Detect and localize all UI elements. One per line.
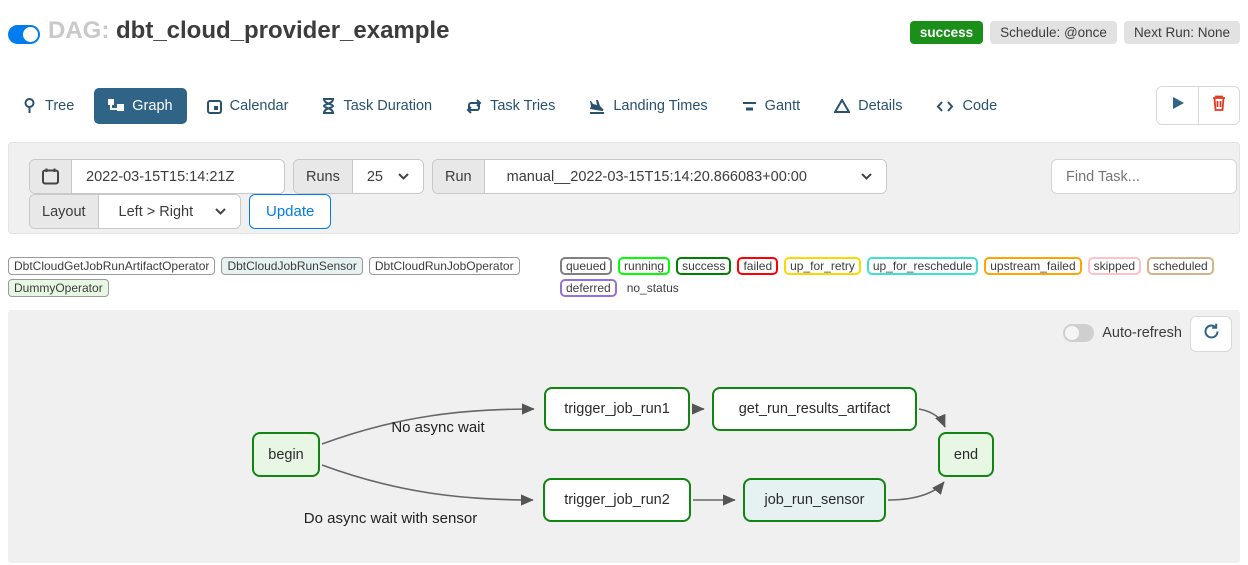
runs-group: Runs 25: [293, 159, 424, 194]
play-icon: [1171, 96, 1185, 115]
delete-dag-button[interactable]: [1198, 87, 1239, 124]
tab-code[interactable]: Code: [922, 88, 1011, 124]
run-group: Run manual__2022-03-15T15:14:20.866083+0…: [432, 159, 887, 194]
tree-icon: [22, 98, 37, 114]
refresh-button[interactable]: [1190, 316, 1232, 352]
update-button[interactable]: Update: [249, 194, 332, 229]
tab-task-duration[interactable]: Task Duration: [308, 88, 446, 124]
layout-group: Layout Left > Right: [29, 194, 241, 229]
find-task-group: [1051, 159, 1237, 194]
run-select[interactable]: manual__2022-03-15T15:14:20.866083+00:00: [484, 160, 886, 193]
base-date-group: [29, 159, 285, 194]
page-title: DAG: dbt_cloud_provider_example: [48, 17, 449, 45]
find-task-input[interactable]: [1066, 168, 1222, 185]
plane-landing-icon: [589, 99, 605, 114]
code-icon: [936, 100, 954, 113]
legend-state[interactable]: failed: [737, 257, 779, 275]
legend-state[interactable]: deferred: [560, 279, 617, 297]
dag-pause-toggle[interactable]: [8, 25, 40, 44]
legend-state[interactable]: up_for_reschedule: [866, 257, 979, 275]
tab-gantt[interactable]: Gantt: [728, 88, 814, 124]
dag-action-buttons: [1156, 86, 1240, 125]
view-tabbar: Tree Graph Calendar Task Duration Task T…: [8, 84, 1240, 128]
schedule-badge[interactable]: Schedule: @once: [990, 21, 1117, 44]
state-legend: queued running success failed up_for_ret…: [560, 257, 1214, 301]
trigger-dag-button[interactable]: [1157, 87, 1198, 124]
legend-state[interactable]: running: [618, 257, 671, 275]
auto-refresh-toggle[interactable]: [1063, 324, 1095, 342]
hourglass-icon: [322, 98, 335, 114]
task-node-end[interactable]: end: [938, 432, 994, 477]
runs-select[interactable]: 25: [352, 160, 423, 193]
task-node-begin[interactable]: begin: [252, 432, 320, 477]
run-label: Run: [433, 160, 485, 193]
task-node-trigger-job-run1[interactable]: trigger_job_run1: [544, 387, 690, 431]
refresh-icon: [1203, 323, 1220, 345]
legend-operator: DbtCloudJobRunSensor: [221, 257, 363, 275]
tab-task-tries[interactable]: Task Tries: [452, 88, 569, 124]
status-badge[interactable]: success: [909, 21, 984, 44]
header-badges: success Schedule: @once Next Run: None: [909, 21, 1240, 44]
legend-state[interactable]: skipped: [1087, 257, 1141, 275]
chevron-down-icon: [386, 173, 409, 180]
filter-panel: Runs 25 Run manual__2022-03-15T15:14:20.…: [8, 142, 1240, 234]
auto-refresh-label: Auto-refresh: [1102, 325, 1182, 341]
triangle-icon: [834, 99, 851, 113]
legend-no-status: no_status: [626, 281, 679, 295]
base-date-input-wrap: [72, 160, 284, 193]
legend-state[interactable]: up_for_retry: [784, 257, 861, 275]
chevron-down-icon: [203, 208, 226, 215]
repeat-icon: [466, 98, 482, 114]
calendar-addon-icon: [30, 160, 72, 193]
graph-icon: [108, 98, 125, 114]
runs-label: Runs: [294, 160, 353, 193]
edge-label-do-async-wait: Do async wait with sensor: [303, 510, 478, 527]
layout-label: Layout: [30, 195, 99, 228]
task-node-trigger-job-run2[interactable]: trigger_job_run2: [543, 478, 691, 522]
tab-calendar[interactable]: Calendar: [193, 88, 303, 124]
edge-label-no-async-wait: No async wait: [391, 419, 485, 436]
operator-legend: DbtCloudGetJobRunArtifactOperator DbtClo…: [8, 257, 553, 301]
gantt-icon: [742, 100, 757, 113]
tab-graph[interactable]: Graph: [94, 88, 187, 124]
task-node-get-run-results-artifact[interactable]: get_run_results_artifact: [712, 387, 917, 431]
auto-refresh-control: Auto-refresh: [1063, 324, 1182, 342]
toggle-knob: [23, 27, 38, 42]
legend-operator: DbtCloudGetJobRunArtifactOperator: [8, 257, 216, 275]
calendar-icon: [206, 99, 222, 114]
legend-state[interactable]: upstream_failed: [984, 257, 1082, 275]
dag-prefix-label: DAG:: [48, 17, 110, 44]
dag-edges: [321, 403, 946, 506]
legend-operator: DummyOperator: [8, 279, 109, 297]
toggle-knob: [1065, 326, 1080, 340]
base-date-input[interactable]: [86, 168, 270, 185]
tab-details[interactable]: Details: [820, 88, 916, 124]
legend-state[interactable]: success: [676, 257, 732, 275]
legend-state[interactable]: queued: [560, 257, 613, 275]
layout-select[interactable]: Left > Right: [98, 195, 240, 228]
find-task-wrap: [1052, 160, 1236, 193]
tab-tree[interactable]: Tree: [8, 88, 88, 124]
task-node-job-run-sensor[interactable]: job_run_sensor: [743, 478, 886, 522]
chevron-down-icon: [849, 173, 872, 180]
next-run-badge: Next Run: None: [1123, 21, 1240, 44]
tab-landing-times[interactable]: Landing Times: [575, 88, 721, 124]
dag-header: DAG: dbt_cloud_provider_example success …: [0, 0, 1248, 64]
trash-icon: [1212, 95, 1226, 116]
legend-operator: DbtCloudRunJobOperator: [368, 257, 520, 275]
dag-name: dbt_cloud_provider_example: [116, 17, 450, 44]
legend: DbtCloudGetJobRunArtifactOperator DbtClo…: [8, 257, 1240, 303]
dag-graph-panel: Auto-refresh begin trigger_job_run1 get_…: [8, 310, 1240, 563]
legend-state[interactable]: scheduled: [1147, 257, 1214, 275]
